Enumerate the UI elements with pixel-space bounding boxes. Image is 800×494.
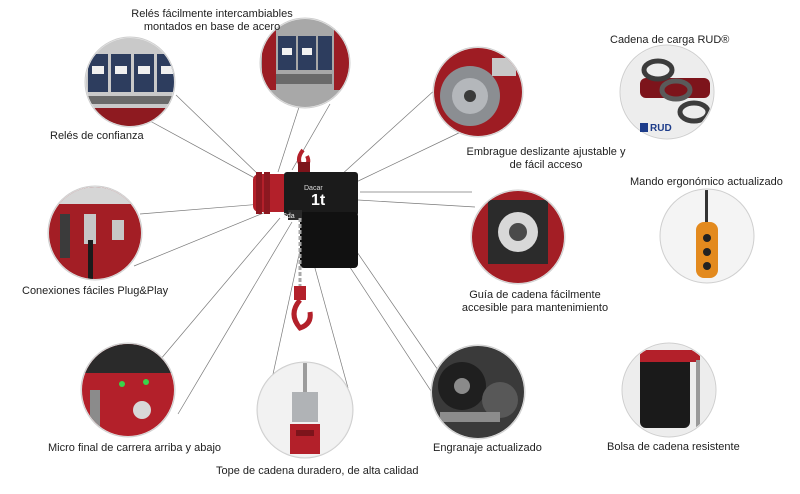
label-chain-guide-line2: accesible para mantenimiento (461, 302, 609, 314)
hoist-small-mark: 2da (283, 213, 295, 220)
rud-logo-text: RUD (650, 123, 672, 134)
swappable-relays-photo (259, 17, 351, 109)
label-slip-clutch-line2: de fácil acceso (509, 159, 583, 171)
plug-play-photo (47, 185, 143, 281)
label-swappable-relays-line1: Relés fácilmente intercambiables (131, 8, 293, 20)
reliable-relays-photo (84, 36, 176, 128)
label-pendant: Mando ergonómico actualizado (630, 176, 783, 188)
hoist-illustration (253, 148, 358, 331)
label-swappable-relays: Relés fácilmente intercambiables montado… (122, 8, 302, 34)
chain-guide-photo (470, 189, 566, 285)
hoist-capacity: 1t (311, 192, 326, 209)
chain-bag-photo (621, 342, 717, 438)
chain-stop-photo (256, 361, 354, 459)
label-swappable-relays-line2: montados en base de acero (143, 21, 281, 33)
label-chain-guide-line1: Guía de cadena fácilmente (469, 289, 601, 301)
label-reliable-relays: Relés de confianza (50, 130, 144, 142)
label-slip-clutch: Embrague deslizante ajustable y de fácil… (455, 146, 637, 172)
label-limit-switch: Micro final de carrera arriba y abajo (48, 442, 222, 454)
slip-clutch-photo (432, 46, 524, 138)
label-chain-bag: Bolsa de cadena resistente (607, 441, 740, 453)
label-rud-chain: Cadena de carga RUD® (610, 34, 730, 46)
rud-chain-photo (619, 44, 715, 140)
label-slip-clutch-line1: Embrague deslizante ajustable y (466, 146, 626, 158)
label-chain-guide: Guía de cadena fácilmente accesible para… (450, 289, 620, 315)
rud-logo-mark (640, 123, 648, 132)
label-plug-play: Conexiones fáciles Plug&Play (22, 285, 169, 297)
limit-switch-photo (80, 342, 176, 438)
pendant-photo (659, 188, 755, 284)
label-gearing: Engranaje actualizado (433, 442, 542, 454)
gearing-photo (430, 344, 526, 440)
label-chain-stop: Tope de cadena duradero, de alta calidad (216, 465, 419, 477)
hoist-brand-tag: Dacar (304, 185, 323, 192)
